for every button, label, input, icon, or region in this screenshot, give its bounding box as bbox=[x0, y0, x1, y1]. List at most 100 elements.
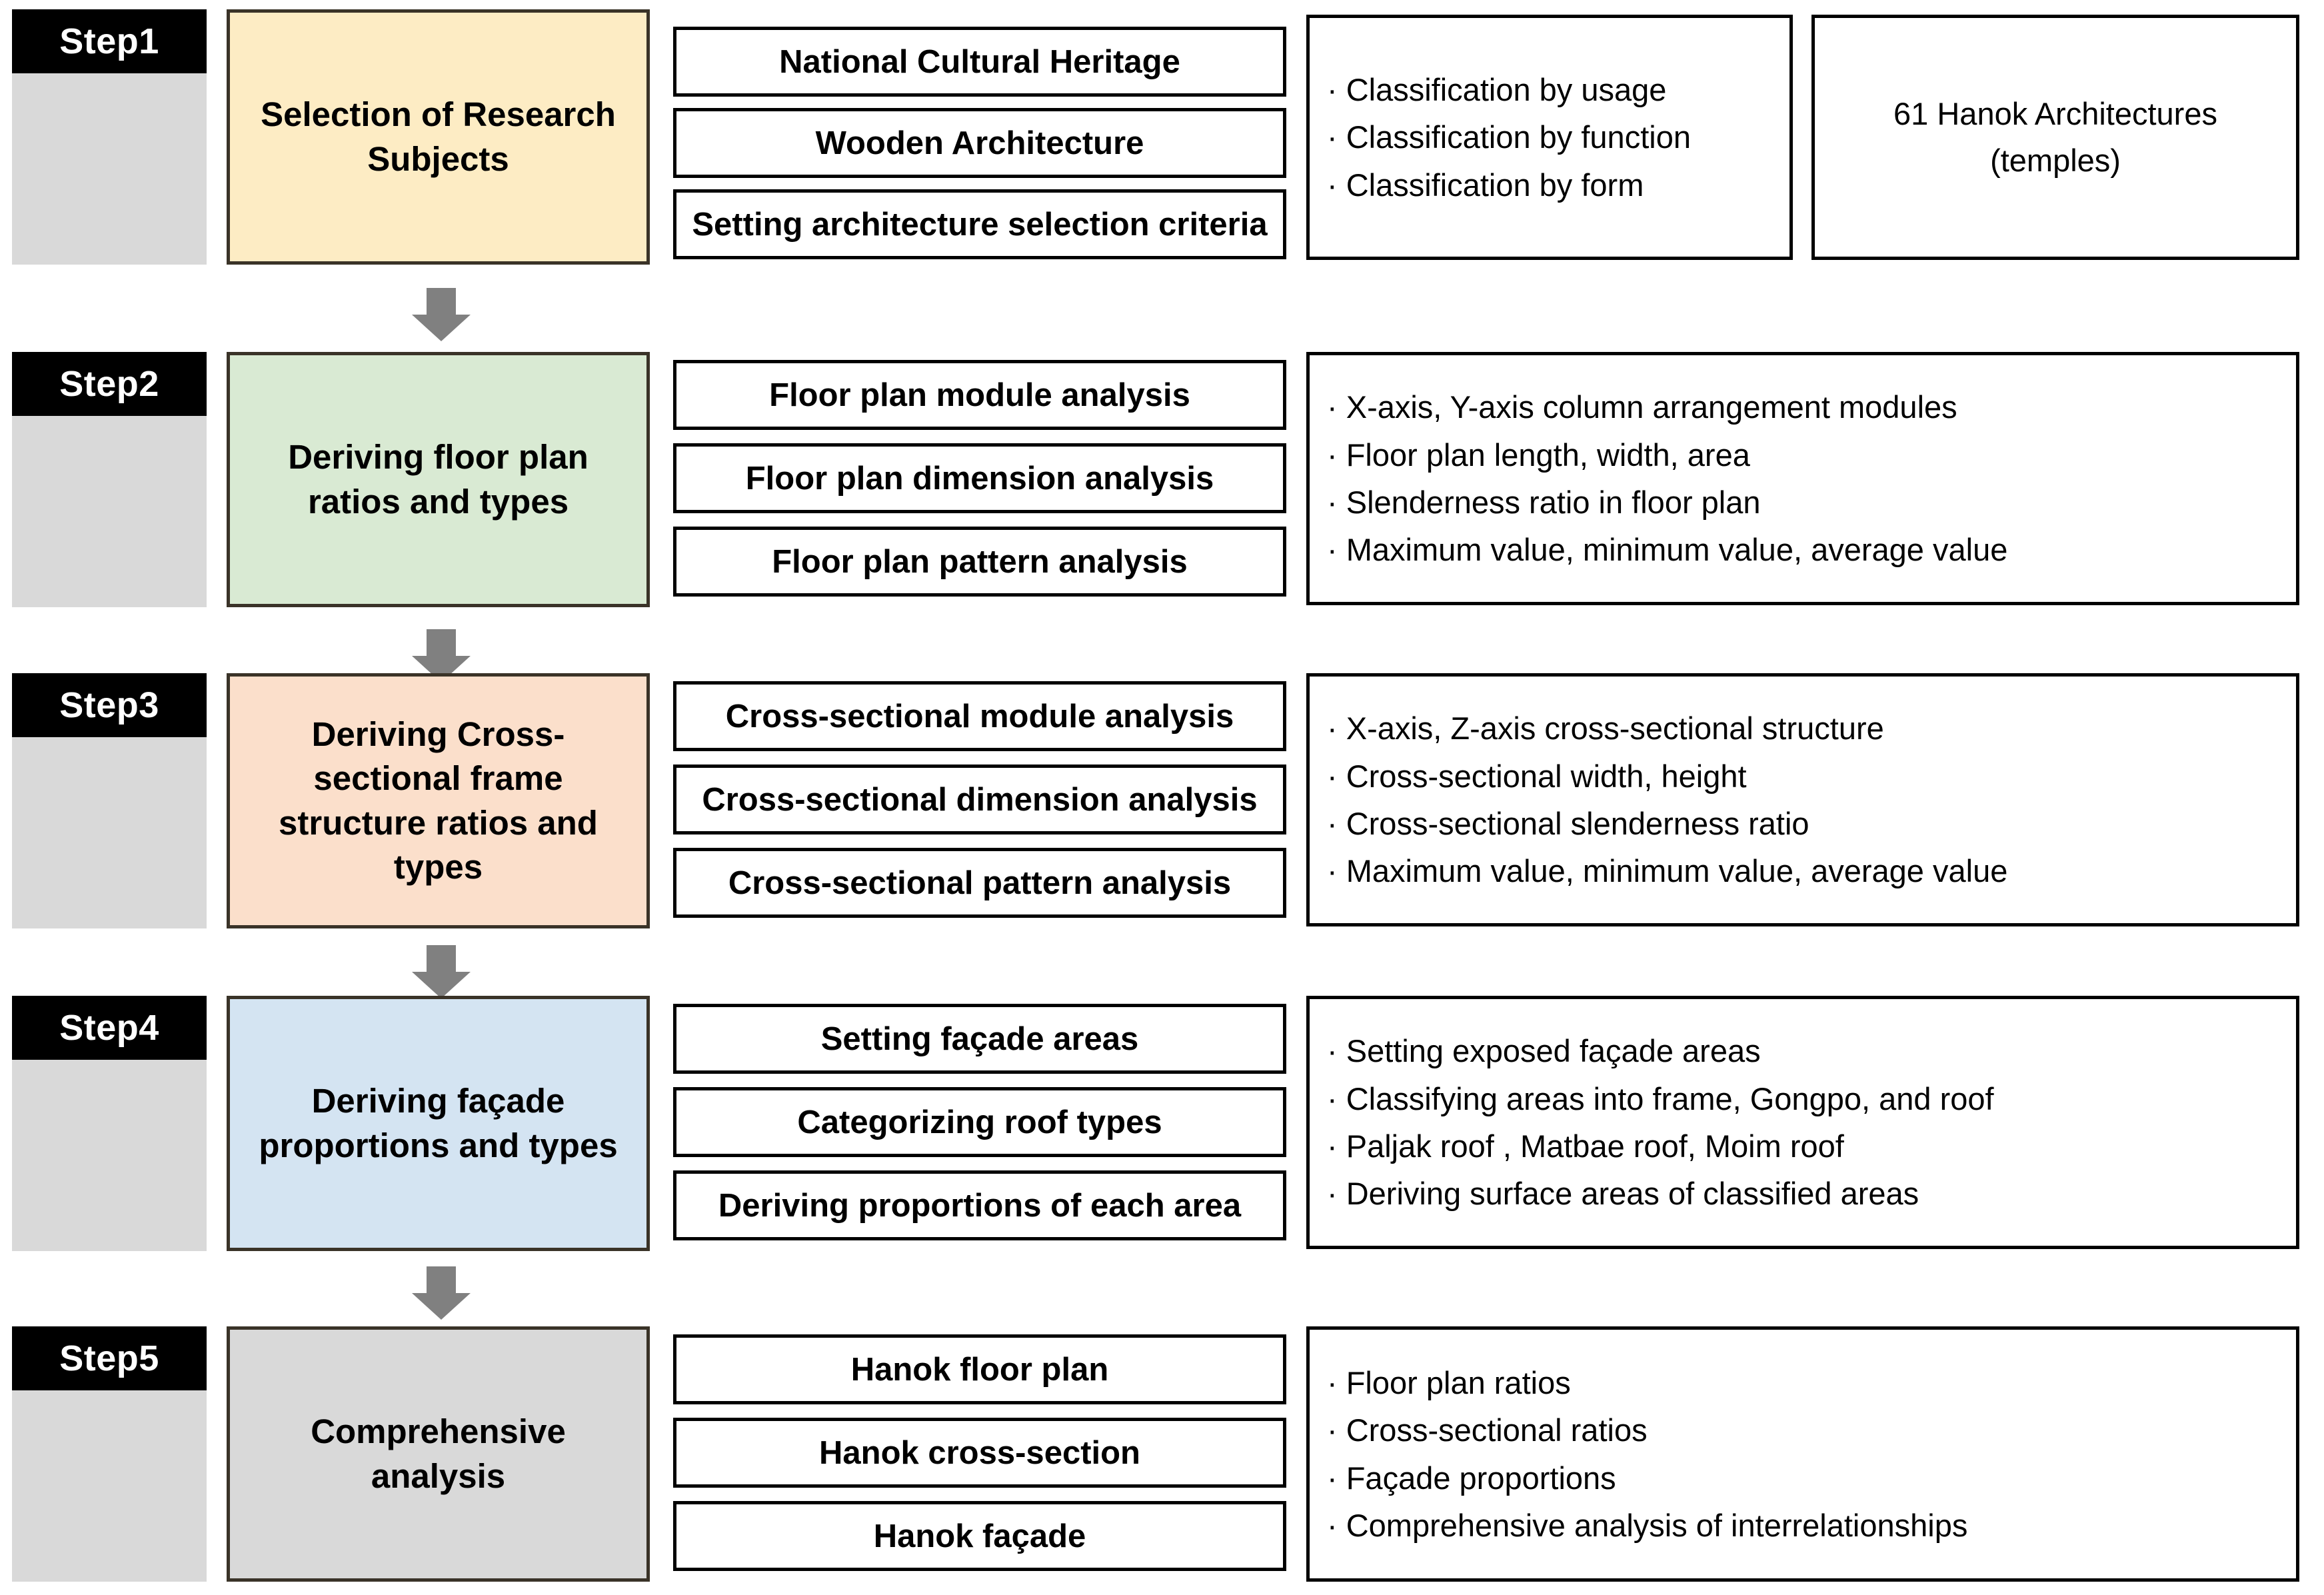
step3-task-box-3: Cross-sectional pattern analysis bbox=[673, 848, 1286, 918]
step3-detail-item: · Maximum value, minimum value, average … bbox=[1327, 847, 2279, 894]
step4-detail-item: · Setting exposed façade areas bbox=[1327, 1027, 2279, 1074]
step5-task-box-1: Hanok floor plan bbox=[673, 1334, 1286, 1404]
bullet-marker: · bbox=[1327, 437, 1338, 473]
step2-detail-text: X-axis, Y-axis column arrangement module… bbox=[1346, 389, 1957, 425]
arrow-head bbox=[412, 315, 471, 341]
bullet-marker: · bbox=[1327, 119, 1338, 155]
arrow-shaft bbox=[427, 629, 456, 659]
step3-detail-text: Cross-sectional width, height bbox=[1346, 758, 1747, 794]
step4-detail-text: Setting exposed façade areas bbox=[1346, 1033, 1761, 1069]
arrow-shaft bbox=[427, 1266, 456, 1296]
step5-detail-text: Comprehensive analysis of interrelations… bbox=[1346, 1507, 1968, 1543]
step5-detail-item: · Floor plan ratios bbox=[1327, 1359, 2279, 1406]
bullet-marker: · bbox=[1327, 1364, 1338, 1400]
bullet-marker: · bbox=[1327, 1460, 1338, 1496]
bullet-marker: · bbox=[1327, 853, 1338, 889]
step4-detail-text: Classifying areas into frame, Gongpo, an… bbox=[1346, 1080, 1994, 1116]
step-grey-column-1 bbox=[12, 73, 207, 265]
step3-detail-text: X-axis, Z-axis cross-sectional structure bbox=[1346, 711, 1884, 747]
step4-details-panel: · Setting exposed façade areas · Classif… bbox=[1306, 996, 2299, 1249]
step1-result-line: (temples) bbox=[1990, 143, 2121, 178]
bullet-marker: · bbox=[1327, 1128, 1338, 1164]
bullet-marker: · bbox=[1327, 485, 1338, 520]
step-grey-column-3 bbox=[12, 737, 207, 928]
step4-task-box-3: Deriving proportions of each area bbox=[673, 1170, 1286, 1240]
step1-result-panel: 61 Hanok Architectures (temples) bbox=[1811, 15, 2299, 260]
step1-task-box-2: Wooden Architecture bbox=[673, 108, 1286, 178]
bullet-marker: · bbox=[1327, 1176, 1338, 1212]
step1-detail-item: · Classification by usage bbox=[1327, 66, 1772, 113]
arrow-head bbox=[412, 1293, 471, 1320]
step3-task-box-2: Cross-sectional dimension analysis bbox=[673, 765, 1286, 834]
step3-detail-text: Cross-sectional slenderness ratio bbox=[1346, 806, 1809, 841]
step1-task-box-1: National Cultural Heritage bbox=[673, 27, 1286, 97]
step5-detail-item: · Comprehensive analysis of interrelatio… bbox=[1327, 1502, 2279, 1549]
step2-task-box-1: Floor plan module analysis bbox=[673, 360, 1286, 430]
step2-details-panel: · X-axis, Y-axis column arrangement modu… bbox=[1306, 352, 2299, 605]
bullet-marker: · bbox=[1327, 1080, 1338, 1116]
step-tag-4: Step4 bbox=[12, 996, 207, 1060]
step2-task-box-2: Floor plan dimension analysis bbox=[673, 443, 1286, 513]
step3-detail-item: · Cross-sectional slenderness ratio bbox=[1327, 800, 2279, 847]
bullet-marker: · bbox=[1327, 806, 1338, 841]
step1-detail-text: Classification by form bbox=[1346, 167, 1644, 203]
step1-detail-text: Classification by function bbox=[1346, 119, 1691, 155]
step1-detail-item: · Classification by form bbox=[1327, 161, 1772, 209]
step-title-box-3: Deriving Cross-sectional frame structure… bbox=[227, 673, 650, 928]
step1-details-panel: · Classification by usage · Classificati… bbox=[1306, 15, 1793, 260]
step5-task-box-3: Hanok façade bbox=[673, 1501, 1286, 1571]
step-title-box-4: Deriving façade proportions and types bbox=[227, 996, 650, 1251]
step3-detail-item: · X-axis, Z-axis cross-sectional structu… bbox=[1327, 705, 2279, 752]
step5-detail-item: · Cross-sectional ratios bbox=[1327, 1406, 2279, 1454]
bullet-marker: · bbox=[1327, 532, 1338, 568]
bullet-marker: · bbox=[1327, 758, 1338, 794]
step2-task-box-3: Floor plan pattern analysis bbox=[673, 527, 1286, 597]
down-arrow-icon-4 bbox=[412, 1266, 471, 1320]
step3-task-box-1: Cross-sectional module analysis bbox=[673, 681, 1286, 751]
arrow-shaft bbox=[427, 945, 456, 974]
step5-detail-item: · Façade proportions bbox=[1327, 1454, 2279, 1502]
step5-detail-text: Floor plan ratios bbox=[1346, 1364, 1571, 1400]
arrow-head bbox=[412, 972, 471, 998]
step3-detail-text: Maximum value, minimum value, average va… bbox=[1346, 853, 2008, 889]
step4-task-box-2: Categorizing roof types bbox=[673, 1087, 1286, 1157]
step2-detail-item: · Slenderness ratio in floor plan bbox=[1327, 479, 2279, 526]
step-title-box-1: Selection of Research Subjects bbox=[227, 9, 650, 265]
step-grey-column-5 bbox=[12, 1390, 207, 1582]
step-tag-5: Step5 bbox=[12, 1326, 207, 1390]
step2-detail-item: · X-axis, Y-axis column arrangement modu… bbox=[1327, 383, 2279, 431]
step1-task-box-3: Setting architecture selection criteria bbox=[673, 189, 1286, 259]
step3-details-panel: · X-axis, Z-axis cross-sectional structu… bbox=[1306, 673, 2299, 926]
step2-detail-text: Slenderness ratio in floor plan bbox=[1346, 485, 1761, 520]
step2-detail-item: · Floor plan length, width, area bbox=[1327, 431, 2279, 479]
step-tag-3: Step3 bbox=[12, 673, 207, 737]
bullet-marker: · bbox=[1327, 1412, 1338, 1448]
step-grey-column-4 bbox=[12, 1060, 207, 1251]
step-tag-1: Step1 bbox=[12, 9, 207, 73]
step5-detail-text: Cross-sectional ratios bbox=[1346, 1412, 1648, 1448]
bullet-marker: · bbox=[1327, 1507, 1338, 1543]
bullet-marker: · bbox=[1327, 711, 1338, 747]
step4-task-box-1: Setting façade areas bbox=[673, 1004, 1286, 1074]
step1-detail-text: Classification by usage bbox=[1346, 71, 1667, 107]
step2-detail-item: · Maximum value, minimum value, average … bbox=[1327, 526, 2279, 573]
step1-result-line: 61 Hanok Architectures bbox=[1893, 95, 2217, 131]
step4-detail-text: Paljak roof , Matbae roof, Moim roof bbox=[1346, 1128, 1844, 1164]
step2-detail-text: Floor plan length, width, area bbox=[1346, 437, 1750, 473]
bullet-marker: · bbox=[1327, 71, 1338, 107]
step4-detail-text: Deriving surface areas of classified are… bbox=[1346, 1176, 1919, 1212]
step-title-box-2: Deriving floor plan ratios and types bbox=[227, 352, 650, 607]
step2-detail-text: Maximum value, minimum value, average va… bbox=[1346, 532, 2008, 568]
step5-detail-text: Façade proportions bbox=[1346, 1460, 1616, 1496]
down-arrow-icon-3 bbox=[412, 945, 471, 998]
step4-detail-item: · Deriving surface areas of classified a… bbox=[1327, 1170, 2279, 1217]
step5-task-box-2: Hanok cross-section bbox=[673, 1418, 1286, 1488]
down-arrow-icon-1 bbox=[412, 288, 471, 341]
step4-detail-item: · Classifying areas into frame, Gongpo, … bbox=[1327, 1075, 2279, 1122]
step3-detail-item: · Cross-sectional width, height bbox=[1327, 753, 2279, 800]
arrow-shaft bbox=[427, 288, 456, 317]
step-tag-2: Step2 bbox=[12, 352, 207, 416]
step-title-box-5: Comprehensive analysis bbox=[227, 1326, 650, 1582]
bullet-marker: · bbox=[1327, 389, 1338, 425]
